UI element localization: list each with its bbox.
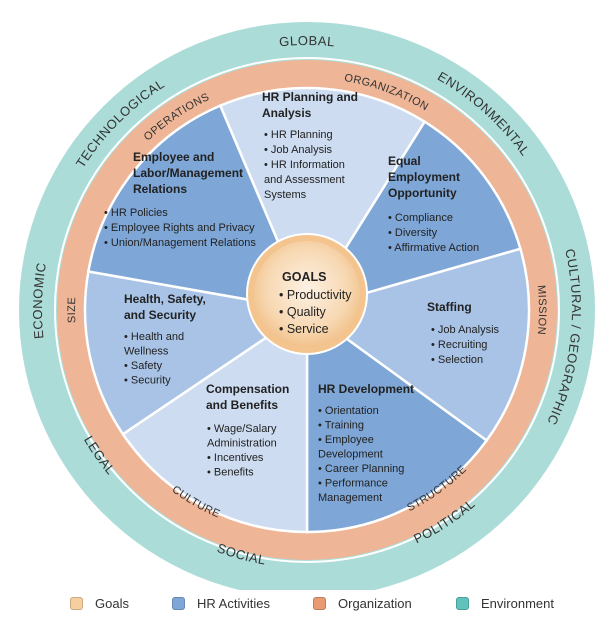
hr-planning-title: HR Planning and (262, 90, 358, 104)
org-label-mission: MISSION (535, 285, 548, 336)
hr-activities-segments (83, 86, 531, 534)
employee-relations-title: Employee and (133, 150, 214, 164)
legend-label-goals: Goals (95, 596, 129, 611)
hr-development-segment (305, 307, 489, 534)
compensation-segment (121, 307, 309, 534)
hr-planning-segment (218, 86, 427, 313)
compensation-text: Compensation and Benefits • Wage/Salary Ad… (206, 382, 289, 479)
equal-employment-title: Employment (388, 170, 460, 184)
org-label-size: SIZE (66, 297, 78, 324)
legend: Goals HR Activities Organization Environ… (0, 592, 616, 620)
employee-relations-title: Relations (133, 182, 187, 196)
staffing-item: • Job Analysis (431, 324, 500, 336)
env-label-global: GLOBAL (278, 33, 335, 49)
staffing-item: • Selection (431, 354, 483, 366)
hr-planning-item: • HR Information (264, 159, 345, 171)
hr-development-text: HR Development • Orientation • Training • E… (318, 382, 414, 504)
hr-planning-item: and Assessment (264, 174, 345, 186)
hr-development-item: • Employee (318, 434, 374, 446)
legend-label-organization: Organization (338, 596, 412, 611)
hr-development-title: HR Development (318, 382, 414, 396)
staffing-text: Staffing • Job Analysis • Recruiting • Sele… (427, 300, 500, 366)
env-label-economic: ECONOMIC (30, 261, 49, 339)
hr-planning-item: • Job Analysis (264, 144, 333, 156)
goals-swatch-icon (70, 597, 83, 610)
environment-swatch-icon (456, 597, 469, 610)
goals-item-service: • Service (279, 322, 329, 336)
goals-item-quality: • Quality (279, 305, 327, 319)
compensation-item: • Incentives (207, 452, 264, 464)
health-safety-item: • Security (124, 375, 171, 387)
employee-relations-segment (86, 104, 310, 312)
equal-employment-item: • Diversity (388, 227, 438, 239)
legend-label-hr-activities: HR Activities (197, 596, 270, 611)
employee-relations-item: • Employee Rights and Privacy (104, 222, 255, 234)
health-safety-item: Wellness (124, 346, 169, 358)
equal-employment-item: • Compliance (388, 212, 453, 224)
hr-planning-title: Analysis (262, 106, 312, 120)
health-safety-title: and Security (124, 308, 196, 322)
hr-development-item: • Training (318, 420, 364, 432)
compensation-title: and Benefits (206, 398, 278, 412)
hr-activities-swatch-icon (172, 597, 185, 610)
compensation-title: Compensation (206, 382, 289, 396)
hr-planning-item: Systems (264, 189, 307, 201)
health-safety-item: • Safety (124, 360, 163, 372)
staffing-item: • Recruiting (431, 339, 487, 351)
compensation-item: • Benefits (207, 467, 254, 479)
health-safety-text: Health, Safety,and Security• Health and … (124, 292, 206, 387)
legend-label-environment: Environment (481, 596, 554, 611)
compensation-item: • Wage/Salary (207, 423, 277, 435)
equal-employment-item: • Affirmative Action (388, 242, 479, 254)
hr-development-item: • Orientation (318, 405, 379, 417)
legend-item-organization: Organization (313, 596, 412, 611)
hr-development-item: Development (318, 449, 383, 461)
health-safety-title: Health, Safety, (124, 292, 206, 306)
legend-item-hr-activities: HR Activities (172, 596, 270, 611)
legend-item-goals: Goals (70, 596, 129, 611)
health-safety-item: • Health and (124, 331, 184, 343)
goals-title: GOALS (282, 270, 326, 284)
staffing-title: Staffing (427, 300, 472, 314)
hr-planning-item: • HR Planning (264, 129, 333, 141)
goals-item-productivity: • Productivity (279, 288, 352, 302)
organization-swatch-icon (313, 597, 326, 610)
employee-relations-title: Labor/Management (133, 166, 243, 180)
hr-development-item: • Performance (318, 478, 388, 490)
employee-relations-item: • HR Policies (104, 207, 168, 219)
goals-text: GOALS • Productivity • Quality • Service (279, 270, 352, 336)
legend-item-environment: Environment (456, 596, 554, 611)
employee-relations-item: • Union/Management Relations (104, 237, 256, 249)
hr-development-item: • Career Planning (318, 463, 404, 475)
environment-ring-divider (54, 57, 560, 563)
hr-development-item: Management (318, 492, 382, 504)
equal-employment-title: Equal (388, 154, 421, 168)
compensation-item: Administration (207, 438, 277, 450)
goals-circle (254, 241, 360, 347)
equal-employment-title: Opportunity (388, 186, 457, 200)
